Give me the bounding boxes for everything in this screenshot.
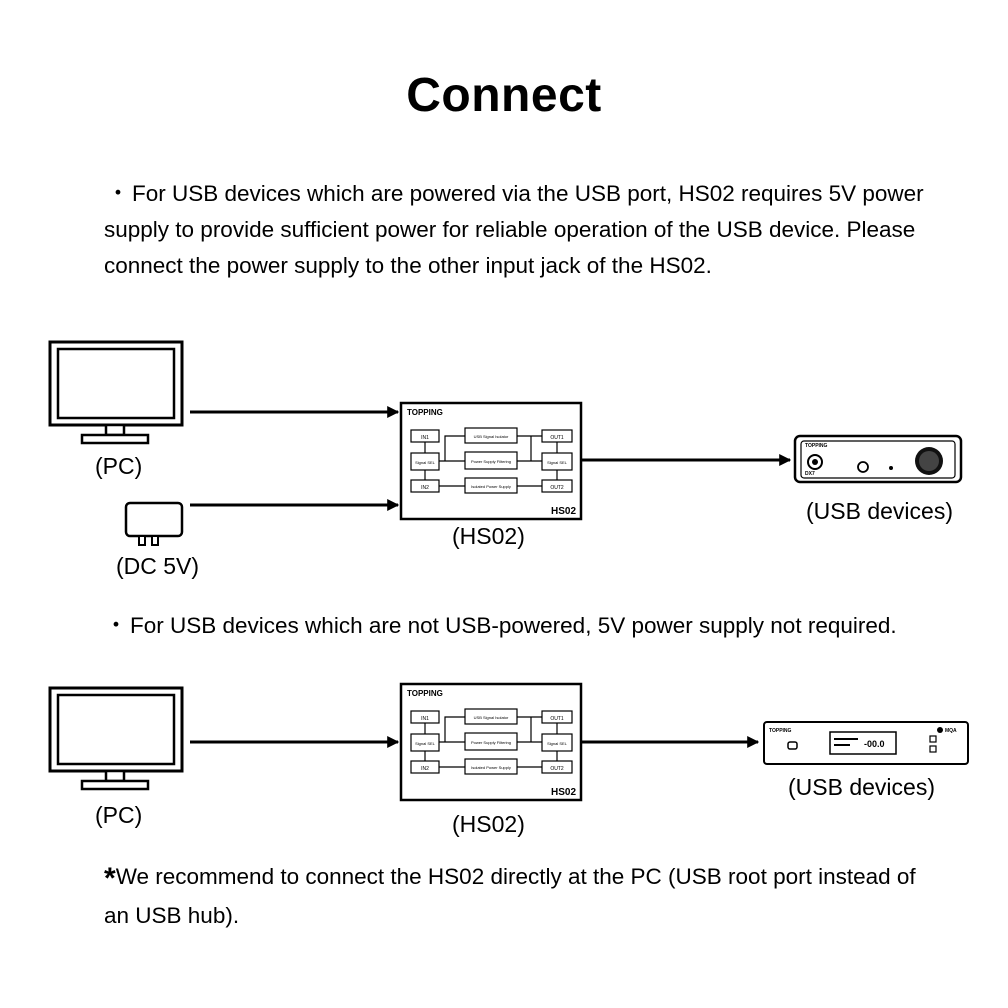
usb-devices-label: (USB devices) — [788, 774, 935, 800]
hs02-isolator: USB Signal Isolator — [474, 434, 509, 439]
hs02-panel: TOPPING IN1 Signal SEL — [399, 682, 583, 802]
page-title: Connect — [406, 69, 602, 122]
power-adapter-icon — [124, 501, 184, 546]
hs02-in1: IN1 — [421, 435, 429, 441]
note-text: We recommend to connect the HS02 directl… — [104, 864, 916, 928]
hs02-panel: TOPPING IN1 Signal SEL — [399, 401, 583, 521]
hs02-filter: Power Supply Filtering — [471, 459, 511, 464]
hs02-model: HS02 — [551, 787, 576, 798]
device1-brand: TOPPING — [805, 443, 828, 449]
device2-display: -00.0 — [864, 739, 885, 749]
section1-description: ・For USB devices which are powered via t… — [104, 176, 934, 284]
bullet: ・ — [106, 181, 130, 206]
usb-devices-label: (USB devices) — [806, 498, 953, 524]
pc-label: (PC) — [95, 453, 143, 479]
dc-label: (DC 5V) — [116, 553, 200, 579]
device2-badge: MQA — [945, 728, 957, 734]
dac-device-icon: TOPPING -00.0 MQA — [763, 721, 969, 765]
hs02-sel-in: Signal SEL — [415, 460, 436, 465]
hs02-brand: TOPPING — [407, 408, 443, 417]
hs02-model: HS02 — [551, 506, 576, 517]
hs02-out2: OUT2 — [550, 766, 564, 772]
hs02-label: (HS02) — [452, 523, 525, 549]
hs02-out2: OUT2 — [550, 485, 564, 491]
hs02-out1: OUT1 — [550, 716, 564, 722]
hs02-out1: OUT1 — [550, 435, 564, 441]
hs02-filter: Power Supply Filtering — [471, 740, 511, 745]
hs02-in2: IN2 — [421, 766, 429, 772]
hs02-in2: IN2 — [421, 485, 429, 491]
device1-model: DX7 — [805, 471, 815, 477]
bullet: ・ — [104, 613, 128, 638]
hs02-iso-power: Isolated Power Supply — [471, 765, 511, 770]
hs02-brand: TOPPING — [407, 689, 443, 698]
dac-device-icon: TOPPING DX7 — [793, 434, 963, 484]
monitor-icon — [48, 686, 184, 791]
section1-text: For USB devices which are powered via th… — [104, 181, 924, 278]
hs02-in1: IN1 — [421, 716, 429, 722]
hs02-sel-out: Signal SEL — [547, 741, 568, 746]
hs02-iso-power: Isolated Power Supply — [471, 484, 511, 489]
monitor-icon — [48, 340, 184, 445]
hs02-isolator: USB Signal Isolator — [474, 715, 509, 720]
device2-brand: TOPPING — [769, 728, 792, 734]
pc-label: (PC) — [95, 802, 143, 828]
hs02-sel-out: Signal SEL — [547, 460, 568, 465]
section2-description: ・For USB devices which are not USB-power… — [102, 608, 932, 644]
hs02-label: (HS02) — [452, 811, 525, 837]
asterisk: * — [104, 862, 116, 895]
hs02-sel-in: Signal SEL — [415, 741, 436, 746]
section2-text: For USB devices which are not USB-powere… — [130, 613, 897, 638]
recommendation-note: *We recommend to connect the HS02 direct… — [104, 858, 934, 934]
